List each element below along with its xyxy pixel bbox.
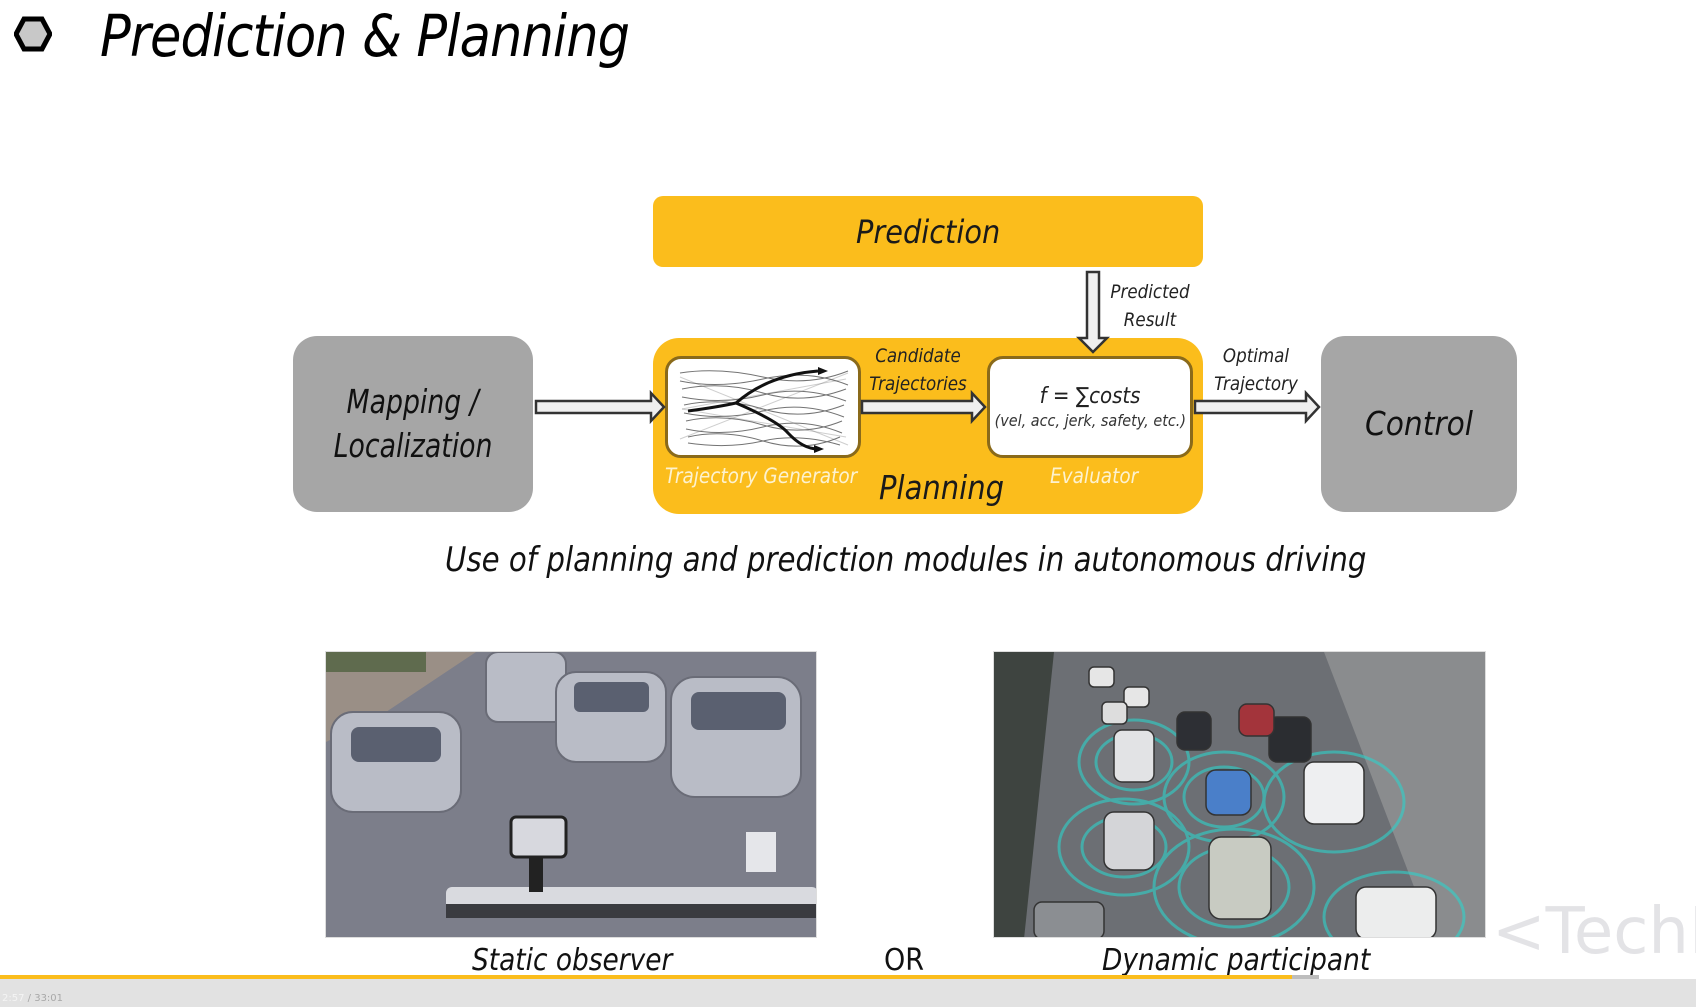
evaluator-formula: f = ∑costs bbox=[1039, 384, 1141, 409]
evaluator-label: Evaluator bbox=[1050, 464, 1139, 488]
optimal-trajectory-label: Optimal Trajectory bbox=[1214, 345, 1298, 395]
mapping-label-line2: Localization bbox=[333, 426, 493, 465]
arrow-mapping-to-planning bbox=[534, 389, 666, 425]
progress-played bbox=[0, 975, 1293, 979]
mapping-label-line1: Mapping / bbox=[346, 382, 480, 421]
time-separator: / bbox=[24, 993, 35, 1004]
prediction-label: Prediction bbox=[855, 212, 1001, 251]
static-observer-caption: Static observer bbox=[472, 943, 673, 975]
control-module: Control bbox=[1321, 336, 1517, 512]
static-observer-image bbox=[325, 651, 817, 938]
planning-module: f = ∑costs (vel, acc, jerk, safety, etc.… bbox=[653, 338, 1203, 514]
current-time: 2:57 bbox=[2, 993, 25, 1004]
time-readout: 2:57 / 33:01 bbox=[2, 993, 63, 1004]
evaluator-terms: (vel, acc, jerk, safety, etc.) bbox=[994, 411, 1186, 430]
control-label: Control bbox=[1364, 404, 1473, 443]
slide-title: Prediction & Planning bbox=[100, 2, 630, 70]
slide: Prediction & Planning Prediction Mapping… bbox=[14, 2, 1696, 975]
sensor-rings bbox=[1057, 718, 1466, 937]
dynamic-participant-image bbox=[993, 651, 1486, 938]
evaluator-box: f = ∑costs (vel, acc, jerk, safety, etc.… bbox=[987, 356, 1193, 458]
candidate-trajectories-label: Candidate Trajectories bbox=[869, 345, 967, 395]
progress-buffered bbox=[1292, 975, 1320, 979]
dynamic-participant-caption: Dynamic participant bbox=[1102, 943, 1371, 975]
predicted-result-label: Predicted Result bbox=[1110, 281, 1190, 331]
hexagon-bullet-icon bbox=[14, 16, 52, 52]
prediction-module: Prediction bbox=[653, 196, 1203, 267]
trajectory-fan-icon bbox=[679, 367, 849, 453]
trajectory-generator-box bbox=[665, 356, 861, 458]
techbeat-watermark: <TechB bbox=[1492, 895, 1696, 969]
mapping-localization-module: Mapping / Localization bbox=[293, 336, 533, 512]
trajectory-generator-label: Trajectory Generator bbox=[665, 464, 858, 488]
diagram-caption: Use of planning and prediction modules i… bbox=[445, 540, 1367, 580]
car-shapes bbox=[1033, 666, 1437, 937]
video-progress-bar[interactable] bbox=[0, 975, 1696, 979]
or-label: OR bbox=[884, 943, 925, 975]
planning-label: Planning bbox=[879, 468, 1005, 507]
total-time: 33:01 bbox=[34, 993, 64, 1004]
video-control-bar: 2:57 / 33:01 bbox=[0, 979, 1696, 1007]
